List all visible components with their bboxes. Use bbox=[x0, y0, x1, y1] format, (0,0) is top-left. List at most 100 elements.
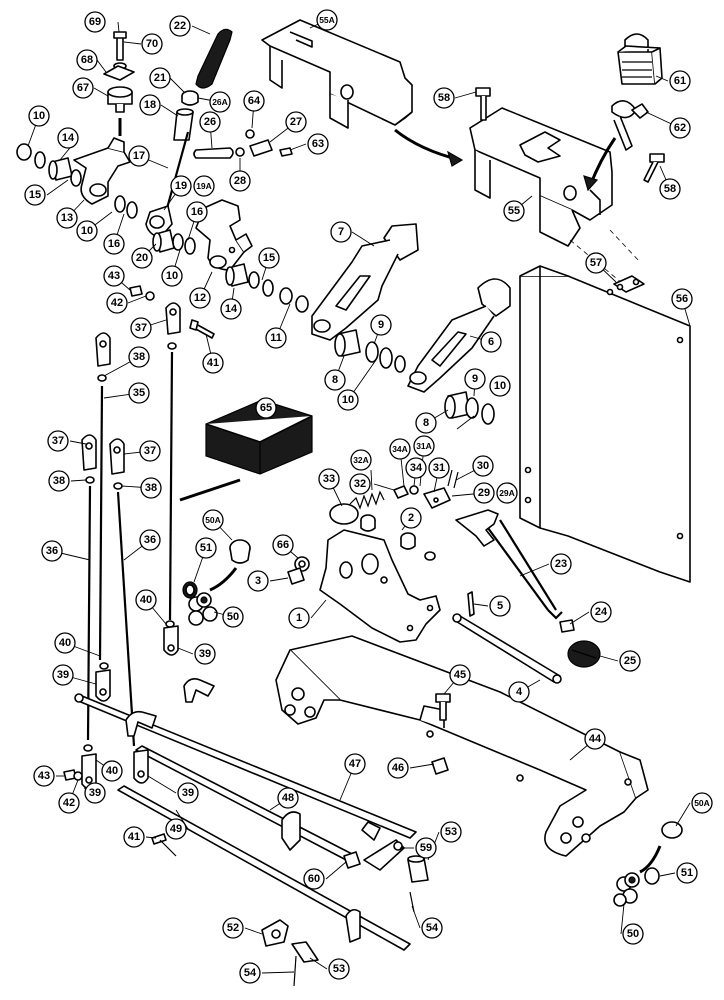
callouts: 69 70 22 55A 68 67 21 26A 64 18 26 27 63… bbox=[24, 9, 713, 984]
lock-clip bbox=[613, 275, 645, 293]
callout-10-e: 10 bbox=[489, 375, 511, 397]
svg-text:51: 51 bbox=[681, 867, 693, 879]
callout-50A-b: 50A bbox=[691, 792, 713, 814]
svg-text:38: 38 bbox=[145, 482, 157, 494]
callout-65: 65 bbox=[255, 397, 277, 419]
block-67 bbox=[107, 86, 133, 113]
callout-39-a: 39 bbox=[194, 643, 216, 665]
main-frame-44 bbox=[275, 635, 649, 857]
svg-text:59: 59 bbox=[420, 842, 432, 854]
rod-end-39-left bbox=[95, 669, 111, 702]
bushing-14-left bbox=[48, 157, 73, 181]
bushing-set-upper bbox=[334, 329, 406, 373]
svg-text:42: 42 bbox=[63, 797, 75, 809]
callout-18: 18 bbox=[139, 94, 161, 116]
callout-37-b: 37 bbox=[47, 430, 69, 452]
callout-39-c: 39 bbox=[84, 782, 106, 804]
hand-lever-lower bbox=[407, 278, 511, 393]
hand-lever-upper bbox=[311, 223, 419, 341]
sleeve-18 bbox=[173, 108, 194, 141]
svg-text:27: 27 bbox=[290, 116, 302, 128]
callout-26: 26 bbox=[199, 111, 221, 133]
bracket-12 bbox=[195, 199, 253, 271]
callout-5: 5 bbox=[489, 595, 511, 617]
svg-text:8: 8 bbox=[423, 417, 429, 429]
padlock bbox=[617, 33, 663, 85]
foam-pad-65 bbox=[205, 399, 313, 475]
callout-17: 17 bbox=[128, 145, 150, 167]
svg-text:44: 44 bbox=[589, 733, 602, 745]
svg-text:54: 54 bbox=[426, 922, 439, 934]
callout-50-a: 50 bbox=[222, 606, 244, 628]
svg-text:4: 4 bbox=[516, 686, 523, 698]
callout-25: 25 bbox=[619, 650, 641, 672]
svg-text:19A: 19A bbox=[196, 181, 212, 191]
crank-arm-lower bbox=[125, 710, 157, 737]
callout-26A: 26A bbox=[209, 91, 231, 113]
callout-46: 46 bbox=[387, 757, 409, 779]
svg-text:48: 48 bbox=[282, 792, 294, 804]
svg-text:10: 10 bbox=[81, 225, 93, 237]
svg-text:12: 12 bbox=[194, 292, 206, 304]
bracket-13 bbox=[73, 137, 131, 205]
svg-text:47: 47 bbox=[349, 758, 361, 770]
svg-text:39: 39 bbox=[89, 787, 101, 799]
svg-text:40: 40 bbox=[140, 594, 152, 606]
svg-text:34A: 34A bbox=[392, 444, 408, 454]
callout-37-c: 37 bbox=[139, 440, 161, 462]
clevis-27 bbox=[249, 139, 273, 157]
callout-16-a: 16 bbox=[103, 233, 125, 255]
svg-text:43: 43 bbox=[38, 770, 50, 782]
callout-29A: 29A bbox=[496, 482, 518, 504]
cover-plate-lower bbox=[469, 107, 613, 247]
svg-text:40: 40 bbox=[106, 765, 118, 777]
callout-3: 3 bbox=[247, 570, 269, 592]
rod-end-37-upper bbox=[165, 302, 181, 335]
callout-10-a: 10 bbox=[28, 105, 50, 127]
block-31 bbox=[423, 487, 451, 509]
callout-51-a: 51 bbox=[195, 537, 217, 559]
svg-text:55: 55 bbox=[508, 205, 520, 217]
svg-text:36: 36 bbox=[46, 545, 58, 557]
svg-text:54: 54 bbox=[244, 967, 257, 979]
svg-text:3: 3 bbox=[255, 575, 261, 587]
callout-13: 13 bbox=[56, 207, 78, 229]
bushing-set-lower bbox=[444, 391, 495, 425]
callout-28: 28 bbox=[229, 170, 251, 192]
shaft-48 bbox=[135, 745, 381, 863]
lever-rod-23 bbox=[455, 509, 563, 620]
callout-9-b: 9 bbox=[464, 368, 486, 390]
svg-text:22: 22 bbox=[174, 20, 186, 32]
svg-text:9: 9 bbox=[378, 319, 384, 331]
svg-text:16: 16 bbox=[108, 238, 120, 250]
svg-text:57: 57 bbox=[590, 257, 602, 269]
rod-end-37-left bbox=[95, 332, 111, 367]
callout-60: 60 bbox=[303, 868, 325, 890]
svg-text:61: 61 bbox=[674, 75, 686, 87]
callout-42-a: 42 bbox=[106, 292, 128, 314]
callout-40-b: 40 bbox=[54, 632, 76, 654]
svg-text:10: 10 bbox=[494, 380, 506, 392]
svg-text:23: 23 bbox=[555, 558, 567, 570]
callout-36-b: 36 bbox=[139, 529, 161, 551]
callout-8-a: 8 bbox=[324, 369, 346, 391]
svg-text:64: 64 bbox=[248, 95, 261, 107]
svg-text:66: 66 bbox=[277, 539, 289, 551]
callout-51-b: 51 bbox=[676, 862, 698, 884]
callout-15-b: 15 bbox=[258, 247, 280, 269]
callout-42-b: 42 bbox=[58, 792, 80, 814]
callout-44: 44 bbox=[584, 728, 606, 750]
svg-text:16: 16 bbox=[191, 206, 203, 218]
bracket-plate bbox=[519, 265, 691, 583]
callout-10-b: 10 bbox=[76, 220, 98, 242]
callout-32: 32 bbox=[349, 473, 371, 495]
callout-56: 56 bbox=[671, 288, 693, 310]
svg-text:32A: 32A bbox=[353, 455, 369, 465]
rod-end-39-bottom-right bbox=[133, 749, 149, 784]
callout-43-a: 43 bbox=[103, 265, 125, 287]
svg-text:1: 1 bbox=[296, 612, 302, 624]
svg-text:37: 37 bbox=[144, 445, 156, 457]
svg-text:55A: 55A bbox=[319, 15, 335, 25]
spring-33 bbox=[329, 490, 385, 525]
bushing-20 bbox=[152, 229, 196, 255]
